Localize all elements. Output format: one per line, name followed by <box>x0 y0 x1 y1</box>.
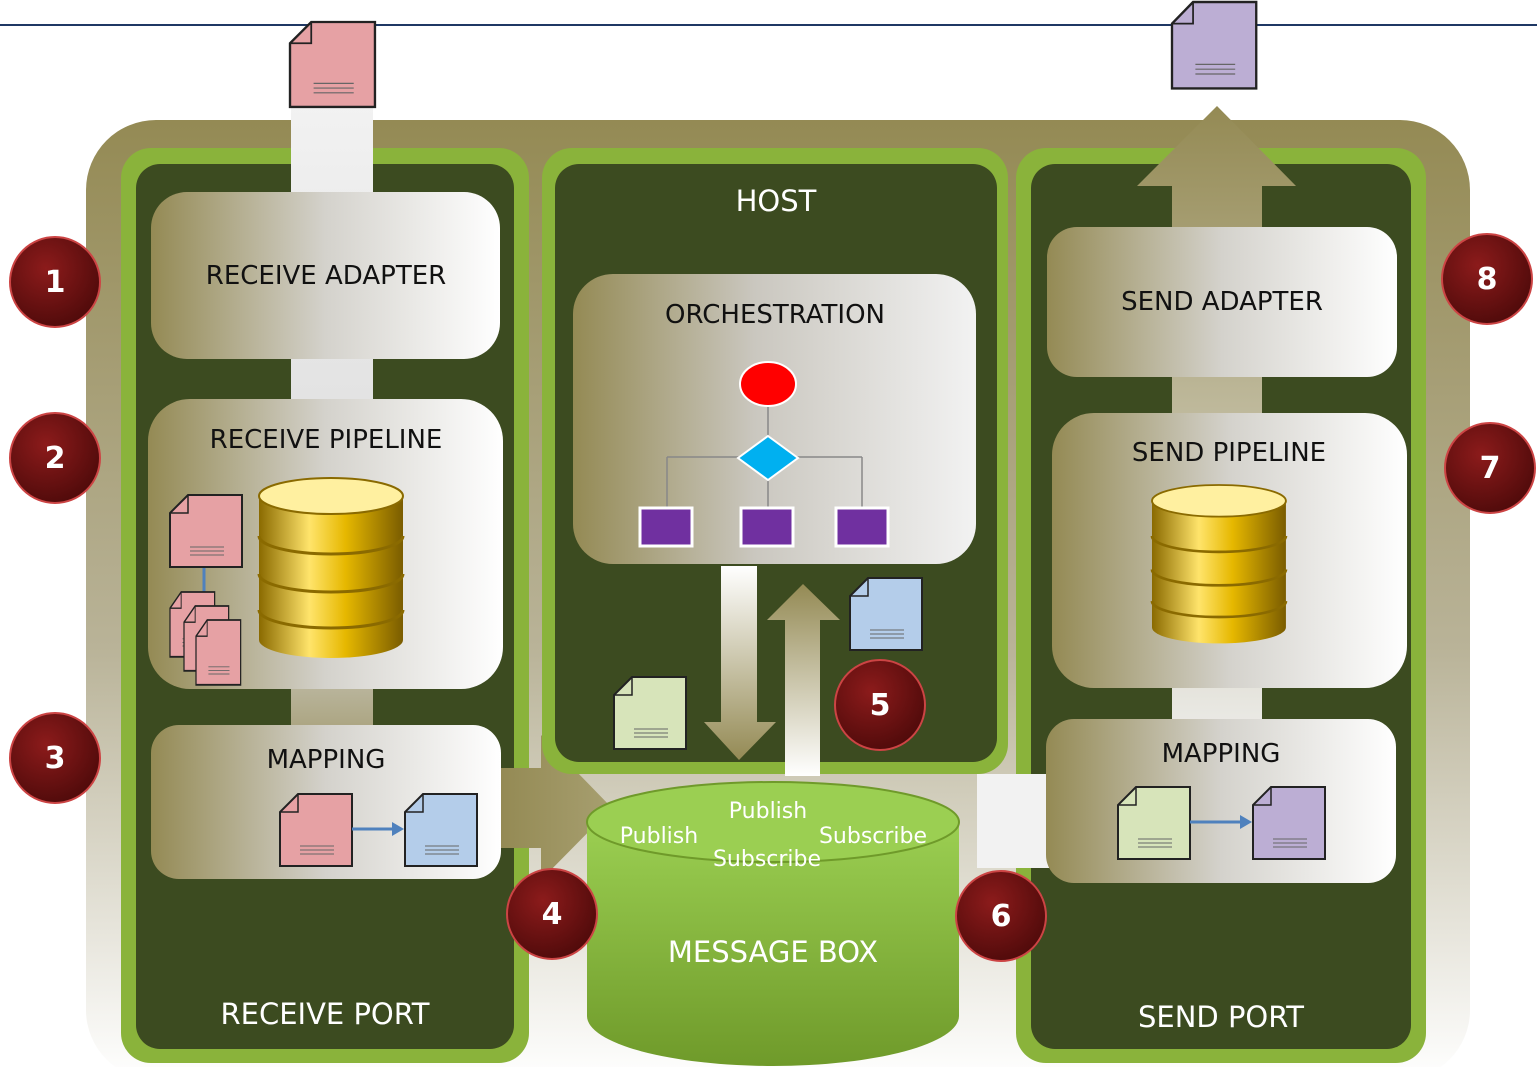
publish-arrow <box>501 735 612 880</box>
map-target-document-icon <box>404 793 478 867</box>
send-pipeline: SEND PIPELINE <box>1052 413 1407 688</box>
start-shape <box>739 361 797 407</box>
database-icon <box>257 476 405 660</box>
step-badge-2: 2 <box>9 412 101 504</box>
receive-port-label: RECEIVE PORT <box>220 997 429 1031</box>
receive-mapping: MAPPING <box>151 725 501 879</box>
incoming-document-icon <box>288 20 377 109</box>
svg-text:6: 6 <box>991 899 1012 934</box>
subscribe-connector <box>977 774 1049 868</box>
send-adapter: SEND ADAPTER <box>1047 227 1397 377</box>
orchestration: ORCHESTRATION <box>573 274 976 564</box>
receive-adapter: RECEIVE ADAPTER <box>151 192 500 359</box>
subscribe-label: Subscribe <box>713 847 821 872</box>
action-shape <box>834 506 890 548</box>
step-badge-1: 1 <box>9 236 101 328</box>
receive-pipeline-label: RECEIVE PIPELINE <box>210 425 443 455</box>
message-box-label: MESSAGE BOX <box>668 935 878 969</box>
host-input-document-icon <box>613 676 687 750</box>
send-port-label: SEND PORT <box>1138 1000 1304 1034</box>
message-box: Publish Publish Subscribe Subscribe MESS… <box>586 781 960 1066</box>
svg-text:3: 3 <box>45 741 66 776</box>
database-icon <box>1150 483 1288 645</box>
step-badge-4: 4 <box>506 868 598 960</box>
step-badge-7: 7 <box>1444 422 1536 514</box>
step-badge-5: 5 <box>834 659 926 751</box>
svg-text:4: 4 <box>542 897 563 932</box>
svg-text:1: 1 <box>45 265 66 300</box>
publish-up-arrow <box>767 584 840 776</box>
send-mapping-label: MAPPING <box>1162 739 1281 769</box>
receive-adapter-label: RECEIVE ADAPTER <box>206 261 446 291</box>
step-badge-3: 3 <box>9 712 101 804</box>
step-badge-6: 6 <box>955 870 1047 962</box>
send-map-source-document-icon <box>1117 786 1191 860</box>
receive-pipeline: RECEIVE PIPELINE <box>148 399 503 689</box>
orchestration-label: ORCHESTRATION <box>665 300 885 330</box>
map-source-document-icon <box>279 793 353 867</box>
send-pipeline-label: SEND PIPELINE <box>1132 438 1326 468</box>
orchestration-flowchart <box>638 361 890 548</box>
publish-label: Publish <box>620 824 698 849</box>
subscribe-down-arrow <box>704 566 776 760</box>
svg-text:8: 8 <box>1477 262 1498 297</box>
decision-shape <box>736 434 800 482</box>
subscribe-label: Subscribe <box>819 824 927 849</box>
receive-mapping-label: MAPPING <box>267 745 386 775</box>
action-shape <box>638 506 694 548</box>
send-map-target-document-icon <box>1252 786 1326 860</box>
source-document-icon <box>169 494 243 568</box>
svg-text:5: 5 <box>870 688 891 723</box>
send-mapping: MAPPING <box>1046 719 1396 883</box>
publish-label: Publish <box>729 799 807 824</box>
svg-text:7: 7 <box>1480 451 1501 486</box>
svg-text:2: 2 <box>45 441 66 476</box>
host-label: HOST <box>736 184 817 218</box>
step-badge-8: 8 <box>1441 233 1533 325</box>
outgoing-document-icon <box>1170 0 1258 90</box>
send-adapter-label: SEND ADAPTER <box>1121 287 1323 317</box>
action-shape <box>739 506 795 548</box>
host-output-document-icon <box>849 577 923 651</box>
